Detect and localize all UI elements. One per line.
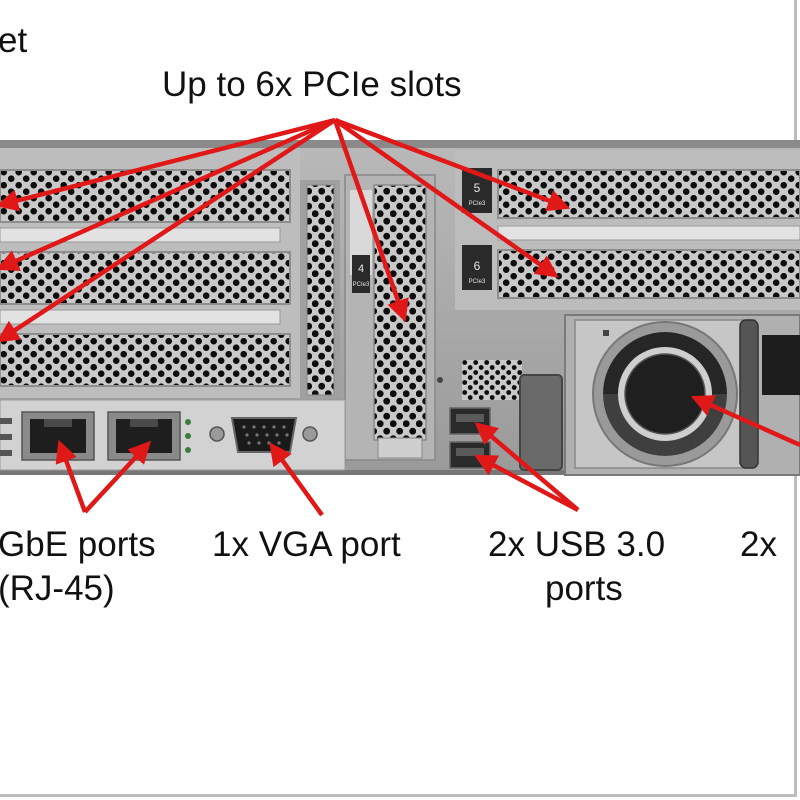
psu-arrow: [690, 395, 800, 448]
pcie-slot-4: 4 PCIe3: [344, 174, 443, 461]
left-riser-cage: [0, 148, 340, 400]
slot-5-sub: PCIe3: [469, 201, 486, 207]
slot-5-number: 5: [474, 181, 481, 195]
right-riser-cage: 5 PCIe3 6 PCIe3: [455, 150, 800, 310]
port-leds: [185, 419, 191, 453]
top-left-fragment-label: et: [0, 21, 28, 60]
usb-ports-label-line2: ports: [545, 569, 623, 608]
gbe-arrows: [55, 439, 152, 514]
power-supply: [519, 314, 800, 476]
slot-6-number: 6: [474, 259, 481, 273]
gbe-ports-label-line2: (RJ-45): [0, 569, 115, 608]
psu-fragment-label: 2x: [740, 525, 777, 564]
pcie-slots-label: Up to 6x PCIe slots: [162, 65, 462, 104]
slot-4-number: 4: [358, 263, 364, 275]
usb-ports: [449, 407, 491, 469]
gbe-ports-label-line1: GbE ports: [0, 525, 156, 564]
vga-port-label: 1x VGA port: [212, 525, 401, 564]
pcie-arrows: [0, 117, 571, 343]
slot-4-sub: PCIe3: [353, 282, 370, 288]
rj45-port-1: [21, 411, 95, 461]
usb-arrows: [474, 422, 580, 512]
vga-arrow: [269, 442, 324, 517]
usb-vent: [462, 360, 522, 400]
usb-ports-label-line1: 2x USB 3.0: [488, 525, 666, 564]
slot-6-sub: PCIe3: [469, 279, 486, 285]
rj45-port-2: [107, 411, 181, 461]
